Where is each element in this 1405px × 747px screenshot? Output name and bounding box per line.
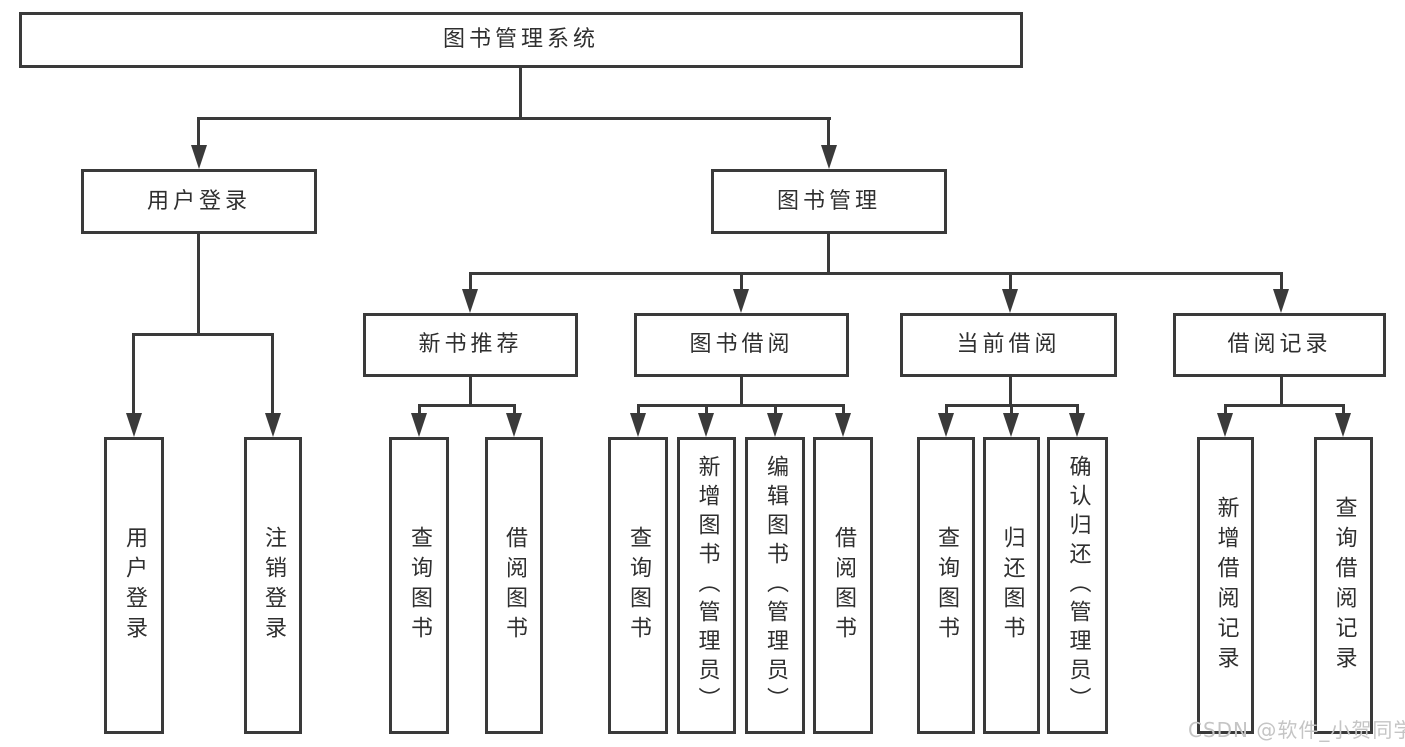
node-label: 图书管理 <box>776 188 881 214</box>
arrowhead-to-leaf-logout <box>265 413 281 437</box>
connector-borrow-drop <box>740 377 743 406</box>
node-user-login: 用户登录 <box>81 169 317 234</box>
connector-newbook-drop <box>469 377 472 406</box>
node-label: 新书推荐 <box>418 332 523 357</box>
leaf-label: 用户登录 <box>122 525 147 646</box>
arrowhead-to-leaf-query-record <box>1335 413 1351 437</box>
node-book-borrowing: 图书借阅 <box>634 313 849 377</box>
node-label: 用户登录 <box>146 188 251 214</box>
connector-to-leaf-query-books-1 <box>418 404 421 416</box>
connector-to-leaf-return-books <box>1010 404 1013 416</box>
connector-book-bus <box>469 272 1283 275</box>
leaf-borrow-books-newbook: 借阅图书 <box>485 437 543 734</box>
connector-newbook-bus <box>418 404 516 407</box>
connector-root-drop <box>519 68 522 118</box>
arrowhead-to-leaf-query-books-2 <box>630 413 646 437</box>
arrowhead-to-new-book <box>462 289 478 313</box>
connector-to-leaf-query-record <box>1342 404 1345 416</box>
arrowhead-to-leaf-confirm-return <box>1069 413 1085 437</box>
leaf-label: 查询图书 <box>626 525 651 646</box>
arrowhead-to-leaf-edit-book <box>767 413 783 437</box>
leaf-label: 查询借阅记录 <box>1331 495 1357 676</box>
leaf-label: 注销登录 <box>261 525 286 646</box>
arrowhead-to-leaf-user-login <box>126 413 142 437</box>
connector-to-leaf-add-book <box>705 404 708 416</box>
leaf-label: 确认归还（管理员） <box>1065 455 1091 716</box>
arrowhead-to-book-borrowing <box>733 289 749 313</box>
connector-borrow-bus <box>637 404 845 407</box>
connector-to-leaf-logout <box>271 333 274 415</box>
arrowhead-to-leaf-query-books-1 <box>411 413 427 437</box>
node-library-system: 图书管理系统 <box>19 12 1023 68</box>
connector-to-new-book <box>469 272 472 292</box>
arrowhead-to-leaf-add-record <box>1217 413 1233 437</box>
leaf-label: 归还图书 <box>999 525 1025 646</box>
arrowhead-to-current-borrowing <box>1002 289 1018 313</box>
arrowhead-to-leaf-add-book <box>698 413 714 437</box>
leaf-add-book-admin: 新增图书（管理员） <box>677 437 736 734</box>
connector-to-leaf-confirm-return <box>1076 404 1079 416</box>
connector-to-leaf-query-books-3 <box>945 404 948 416</box>
leaf-borrow-books-borrow: 借阅图书 <box>813 437 873 734</box>
leaf-return-books: 归还图书 <box>983 437 1040 734</box>
leaf-confirm-return-admin: 确认归还（管理员） <box>1047 437 1108 734</box>
leaf-query-borrow-record: 查询借阅记录 <box>1314 437 1373 734</box>
leaf-label: 新增借阅记录 <box>1213 495 1239 676</box>
node-label: 当前借阅 <box>956 332 1061 357</box>
csdn-watermark: CSDN @软件_小贺同学 <box>1188 718 1405 742</box>
connector-user-bus <box>132 333 274 336</box>
connector-to-leaf-add-record <box>1224 404 1227 416</box>
connector-to-leaf-borrow-books-1 <box>513 404 516 416</box>
leaf-logout: 注销登录 <box>244 437 302 734</box>
connector-user-drop <box>197 234 200 335</box>
leaf-query-books-borrow: 查询图书 <box>608 437 668 734</box>
connector-to-current-borrowing <box>1009 272 1012 292</box>
node-book-management: 图书管理 <box>711 169 947 234</box>
leaf-label: 新增图书（管理员） <box>694 455 720 716</box>
leaf-query-books-newbook: 查询图书 <box>389 437 449 734</box>
node-label: 借阅记录 <box>1227 332 1332 357</box>
leaf-label: 编辑图书（管理员） <box>763 455 788 716</box>
node-label: 图书借阅 <box>689 332 794 357</box>
connector-to-leaf-user-login <box>132 333 135 415</box>
arrowhead-to-leaf-borrow-books-2 <box>835 413 851 437</box>
arrowhead-to-leaf-query-books-3 <box>938 413 954 437</box>
connector-to-leaf-edit-book <box>774 404 777 416</box>
arrowhead-to-leaf-return-books <box>1003 413 1019 437</box>
connector-to-book-borrowing <box>740 272 743 292</box>
arrowhead-to-leaf-borrow-books-1 <box>506 413 522 437</box>
leaf-label: 查询图书 <box>407 525 432 646</box>
leaf-user-login: 用户登录 <box>104 437 164 734</box>
node-borrowing-records: 借阅记录 <box>1173 313 1386 377</box>
node-label: 图书管理系统 <box>442 27 599 52</box>
connector-records-bus <box>1224 404 1345 407</box>
leaf-label: 借阅图书 <box>502 525 527 646</box>
connector-to-leaf-query-books-2 <box>637 404 640 416</box>
connector-records-drop <box>1280 377 1283 406</box>
arrowhead-to-user-login <box>191 145 207 169</box>
leaf-edit-book-admin: 编辑图书（管理员） <box>745 437 805 734</box>
connector-book-drop <box>827 234 830 274</box>
node-new-book-recommendation: 新书推荐 <box>363 313 578 377</box>
leaf-query-books-current: 查询图书 <box>917 437 975 734</box>
leaf-add-borrow-record: 新增借阅记录 <box>1197 437 1254 734</box>
arrowhead-to-book-management <box>821 145 837 169</box>
connector-current-drop <box>1009 377 1012 406</box>
connector-to-borrowing-records <box>1280 272 1283 292</box>
node-current-borrowing: 当前借阅 <box>900 313 1117 377</box>
connector-to-user-login <box>197 117 200 148</box>
leaf-label: 借阅图书 <box>831 525 856 646</box>
connector-to-leaf-borrow-books-2 <box>842 404 845 416</box>
connector-root-bus <box>197 117 831 120</box>
connector-to-book-management <box>827 117 830 148</box>
leaf-label: 查询图书 <box>934 525 959 646</box>
arrowhead-to-borrowing-records <box>1273 289 1289 313</box>
